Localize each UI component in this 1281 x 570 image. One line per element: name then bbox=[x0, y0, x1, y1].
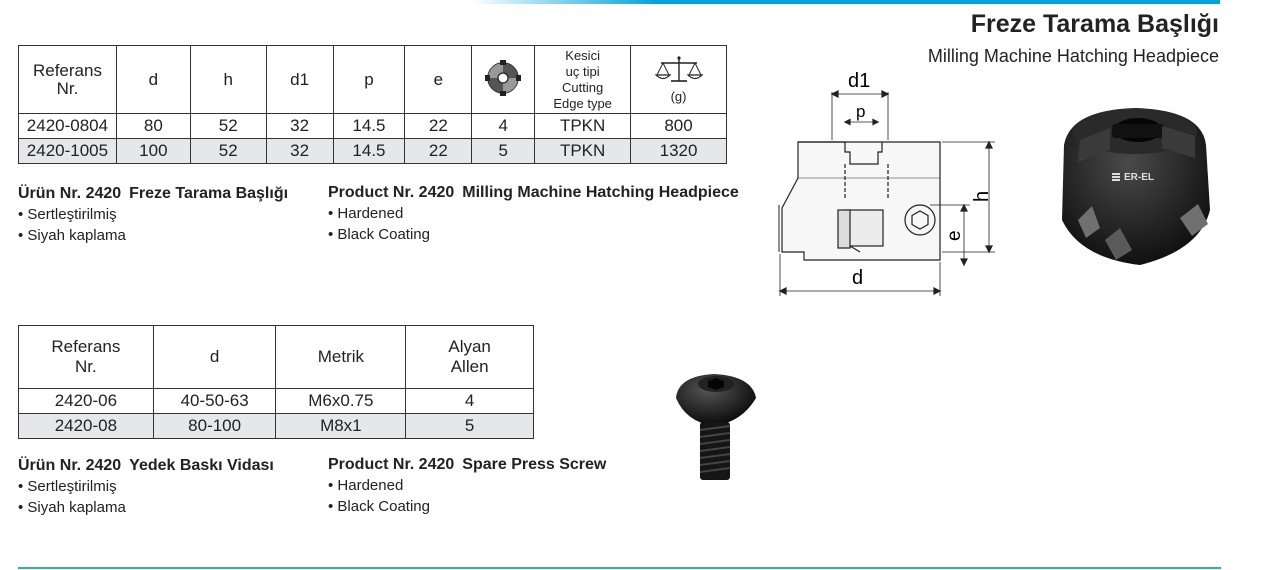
cell-p: 14.5 bbox=[332, 138, 406, 164]
top-accent-rule bbox=[470, 0, 1220, 4]
product2-prefix-en: Product Nr. 2420 bbox=[328, 456, 455, 473]
product2-name-en: Spare Press Screw bbox=[462, 456, 607, 473]
table-row: 2420-0804 80 52 32 14.5 22 4 TPKN 800 bbox=[18, 113, 727, 139]
header-ref-line2: Nr. bbox=[56, 78, 79, 98]
header-ref-line1: Referans bbox=[51, 337, 121, 356]
product1-prefix-tr: Ürün Nr. 2420 bbox=[18, 185, 122, 202]
product2-name-tr: Yedek Baskı Vidası bbox=[129, 457, 274, 474]
table-row: 2420-1005 100 52 32 14.5 22 5 TPKN 1320 bbox=[18, 138, 727, 164]
product1-name-en: Milling Machine Hatching Headpiece bbox=[462, 184, 739, 201]
cell-d1: 32 bbox=[265, 113, 334, 139]
cell-metric: M6x0.75 bbox=[275, 388, 407, 414]
header-metric: Metrik bbox=[275, 325, 407, 389]
page-subtitle: Milling Machine Hatching Headpiece bbox=[927, 46, 1219, 66]
brand-logo: ER-EL bbox=[1124, 172, 1154, 183]
product1-description-tr: Ürün Nr. 2420 Freze Tarama Başlığı • Sert… bbox=[18, 183, 288, 246]
list-item: • Black Coating bbox=[328, 498, 430, 515]
product1-description-en: Product Nr. 2420 Milling Machine Hatching… bbox=[328, 182, 739, 245]
cell-ref: 2420-0804 bbox=[18, 113, 117, 139]
cell-d1: 32 bbox=[265, 138, 334, 164]
cell-edge-type: TPKN bbox=[534, 138, 632, 164]
cell-allen: 5 bbox=[405, 413, 534, 439]
header-edge-en1: Cutting bbox=[562, 79, 604, 95]
header-allen-en: Allen bbox=[450, 357, 489, 376]
product1-name-tr: Freze Tarama Başlığı bbox=[129, 185, 289, 202]
table-header-row: Referans Nr. d h d1 p e Kesici uç tipi bbox=[18, 45, 727, 114]
header-allen-tr: Alyan bbox=[448, 337, 491, 356]
list-item: • Sertleştirilmiş bbox=[18, 478, 117, 495]
cell-d: 100 bbox=[115, 138, 191, 164]
table-row: 2420-06 40-50-63 M6x0.75 4 bbox=[18, 388, 534, 414]
list-item: • Siyah kaplama bbox=[18, 499, 126, 516]
dim-label-d: d bbox=[852, 267, 863, 289]
header-d1: d1 bbox=[265, 45, 334, 114]
page-title: Freze Tarama Başlığı bbox=[970, 10, 1219, 38]
header-ref-line1: Referans bbox=[32, 60, 102, 80]
table-header-row: Referans Nr. d Metrik Alyan Allen bbox=[18, 325, 534, 389]
cell-h: 52 bbox=[189, 113, 267, 139]
dim-label-d1: d1 bbox=[848, 70, 870, 92]
cell-weight: 1320 bbox=[630, 138, 727, 164]
insert-edges-icon bbox=[485, 59, 522, 96]
cell-d: 80-100 bbox=[152, 413, 277, 439]
dim-label-h: h bbox=[971, 191, 993, 202]
header-e: e bbox=[404, 45, 473, 114]
header-allen: Alyan Allen bbox=[405, 325, 534, 389]
cell-insert-count: 5 bbox=[471, 138, 536, 164]
cell-ref: 2420-06 bbox=[18, 388, 154, 414]
screw-photo bbox=[676, 374, 756, 480]
header-ref-line2: Nr. bbox=[75, 357, 97, 376]
product1-heading-en: Product Nr. 2420 Milling Machine Hatching… bbox=[328, 182, 739, 203]
cell-p: 14.5 bbox=[332, 113, 406, 139]
header-d: d bbox=[152, 325, 277, 389]
cell-d: 80 bbox=[115, 113, 191, 139]
cell-ref: 2420-08 bbox=[18, 413, 154, 439]
header-weight: (g) bbox=[630, 45, 727, 114]
product2-heading-tr: Ürün Nr. 2420 Yedek Baskı Vidası bbox=[18, 455, 274, 476]
cell-allen: 4 bbox=[405, 388, 534, 414]
cell-weight: 800 bbox=[630, 113, 727, 139]
cell-metric: M8x1 bbox=[275, 413, 407, 439]
header-edge-tr1: Kesici bbox=[565, 47, 600, 63]
balance-scale-icon bbox=[654, 55, 703, 82]
spec-table-headpiece: Referans Nr. d h d1 p e Kesici uç tipi bbox=[18, 45, 727, 164]
technical-drawing: d1 p h e d bbox=[778, 70, 995, 296]
dim-label-p: p bbox=[856, 102, 865, 121]
product2-heading-en: Product Nr. 2420 Spare Press Screw bbox=[328, 454, 606, 475]
product1-heading-tr: Ürün Nr. 2420 Freze Tarama Başlığı bbox=[18, 183, 288, 204]
header-h: h bbox=[189, 45, 267, 114]
list-item: • Black Coating bbox=[328, 226, 430, 243]
list-item: • Sertleştirilmiş bbox=[18, 206, 117, 223]
list-item: • Siyah kaplama bbox=[18, 227, 126, 244]
cell-e: 22 bbox=[404, 138, 473, 164]
cell-h: 52 bbox=[189, 138, 267, 164]
table-row: 2420-08 80-100 M8x1 5 bbox=[18, 413, 534, 439]
dim-label-e: e bbox=[944, 230, 965, 241]
product2-prefix-tr: Ürün Nr. 2420 bbox=[18, 457, 122, 474]
product1-prefix-en: Product Nr. 2420 bbox=[328, 184, 455, 201]
headpiece-photo: ER-EL bbox=[1062, 108, 1210, 265]
cell-insert-count: 4 bbox=[471, 113, 536, 139]
header-insert-count bbox=[471, 45, 536, 114]
cell-ref: 2420-1005 bbox=[18, 138, 117, 164]
header-reference: Referans Nr. bbox=[18, 45, 117, 114]
cell-d: 40-50-63 bbox=[152, 388, 277, 414]
header-edge-type: Kesici uç tipi Cutting Edge type bbox=[534, 45, 632, 114]
cell-e: 22 bbox=[404, 113, 473, 139]
header-reference: Referans Nr. bbox=[18, 325, 154, 389]
spec-table-screw: Referans Nr. d Metrik Alyan Allen 2420-0… bbox=[18, 325, 534, 439]
product2-description-en: Product Nr. 2420 Spare Press Screw • Hard… bbox=[328, 454, 606, 517]
bottom-rule bbox=[18, 567, 1221, 569]
header-edge-tr2: uç tipi bbox=[565, 63, 600, 79]
header-d: d bbox=[115, 45, 191, 114]
header-edge-en2: Edge type bbox=[553, 95, 612, 111]
header-p: p bbox=[332, 45, 406, 114]
list-item: • Hardened bbox=[328, 477, 404, 494]
header-weight-unit: (g) bbox=[670, 88, 687, 104]
list-item: • Hardened bbox=[328, 205, 404, 222]
cell-edge-type: TPKN bbox=[534, 113, 632, 139]
product2-description-tr: Ürün Nr. 2420 Yedek Baskı Vidası • Sertle… bbox=[18, 455, 274, 518]
